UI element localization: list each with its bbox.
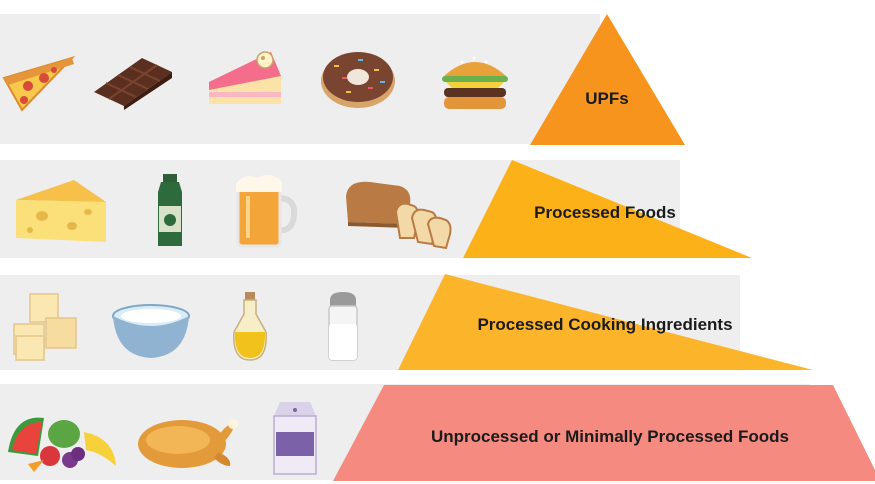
tier-label-upf: UPFs bbox=[585, 89, 628, 108]
pizza-slice-icon bbox=[2, 55, 76, 112]
beer-mug-icon bbox=[236, 174, 298, 248]
cake-slice-icon bbox=[209, 51, 281, 104]
chocolate-bar-icon bbox=[94, 58, 172, 110]
flour-bowl-icon bbox=[112, 304, 190, 358]
roast-chicken-icon bbox=[138, 419, 238, 468]
bottle-icon bbox=[158, 174, 182, 246]
sugar-cubes-icon bbox=[13, 293, 77, 361]
salt-shaker-icon bbox=[328, 292, 358, 361]
burger-icon bbox=[442, 56, 508, 109]
pyramid-tier-4 bbox=[333, 385, 875, 481]
pyramid-tier-2 bbox=[463, 160, 752, 258]
oil-bottle-icon bbox=[233, 292, 267, 361]
donut-icon bbox=[321, 52, 395, 108]
tier-label-processed-foods: Processed Foods bbox=[534, 203, 676, 222]
bread-loaf-icon bbox=[346, 181, 452, 250]
tier-label-unprocessed: Unprocessed or Minimally Processed Foods bbox=[431, 427, 789, 446]
tier-label-cooking-ingredients: Processed Cooking Ingredients bbox=[477, 315, 732, 334]
cheese-wedge-icon bbox=[16, 180, 106, 242]
pyramid-tier-3 bbox=[398, 274, 813, 370]
fruits-vegetables-icon bbox=[8, 417, 116, 472]
milk-carton-icon bbox=[273, 402, 317, 475]
pyramid-tier-1 bbox=[530, 14, 685, 145]
